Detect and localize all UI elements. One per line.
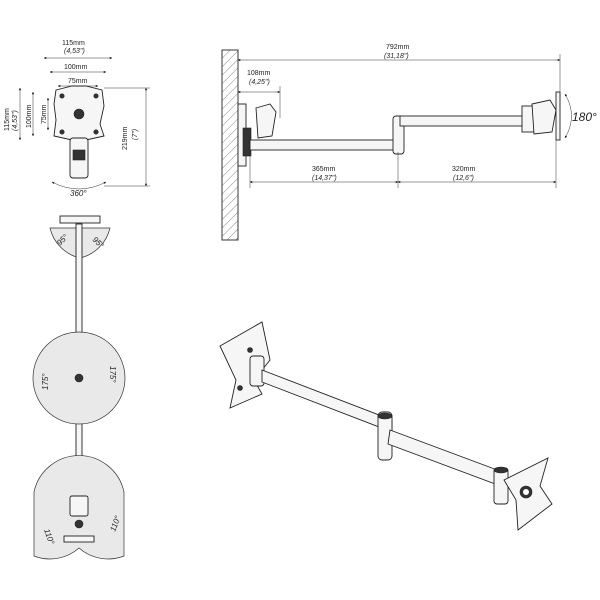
base-plate	[63, 535, 95, 543]
front-height-outer-inch: (4,53")	[12, 110, 19, 131]
swivel-hub	[74, 373, 84, 383]
side-view: 792mm (31,18") 108mm (4,25") 180° 365mm …	[221, 44, 597, 241]
vesa-hole	[59, 93, 65, 99]
iso-arm-segment-1	[261, 369, 393, 433]
isometric-view	[219, 321, 553, 531]
iso-left-hole	[247, 347, 253, 353]
vesa-hole	[59, 129, 65, 135]
side-depth: 108mm	[247, 70, 271, 77]
iso-arm-segment-2	[387, 429, 509, 489]
front-rotation-angle: 360°	[70, 189, 87, 198]
base-knob	[74, 519, 84, 529]
front-height-outer: 115mm	[4, 108, 11, 131]
front-view: 115mm (4,53") 100mm 75mm 115mm (4,53") 1…	[4, 40, 150, 198]
top-swivel-left: 175°	[41, 373, 50, 390]
front-width-mid: 100mm	[64, 64, 88, 71]
front-height-total: 219mm	[122, 126, 129, 150]
side-arm2-length-inch: (12,6")	[453, 175, 474, 182]
top-mount-plate	[59, 215, 101, 224]
front-height-mid: 100mm	[26, 104, 33, 128]
front-height-total-inch: (7")	[132, 129, 139, 140]
side-arm1-length-inch: (14,37")	[312, 175, 337, 182]
vesa-plate-side	[555, 91, 561, 141]
iso-elbow-cap	[377, 412, 393, 420]
iso-right-cap	[493, 466, 509, 474]
side-arm1-length: 365mm	[312, 166, 336, 173]
side-depth-inch: (4,25")	[249, 79, 270, 86]
arm-segment-2	[399, 115, 539, 127]
vesa-center-hub	[73, 108, 85, 120]
side-total-length-inch: (31,18")	[384, 53, 409, 60]
wall-hatch	[221, 49, 239, 241]
right-tilt-head	[531, 99, 557, 135]
left-tilt-head	[255, 103, 277, 139]
arm-clamp	[72, 149, 86, 161]
top-swivel-right: 175°	[108, 366, 117, 383]
iso-left-hole	[237, 385, 243, 391]
top-view: 95° 95° 175° 175° 110° 110°	[32, 215, 126, 560]
base-clamp	[69, 495, 89, 517]
front-height-inner: 75mm	[41, 104, 48, 124]
iso-right-hub-center	[523, 489, 529, 495]
iso-right-joint	[493, 467, 509, 505]
arm-segment-1	[249, 139, 403, 151]
front-width-inner: 75mm	[68, 78, 88, 85]
iso-left-vesa-plate	[219, 321, 271, 409]
side-total-length: 792mm	[386, 44, 410, 51]
front-width-outer-inch: (4,53")	[64, 48, 85, 55]
side-arm2-length: 320mm	[452, 166, 476, 173]
front-width-outer: 115mm	[62, 40, 85, 47]
vesa-hole	[93, 93, 99, 99]
vesa-hole	[93, 129, 99, 135]
side-tilt-angle: 180°	[572, 110, 597, 124]
